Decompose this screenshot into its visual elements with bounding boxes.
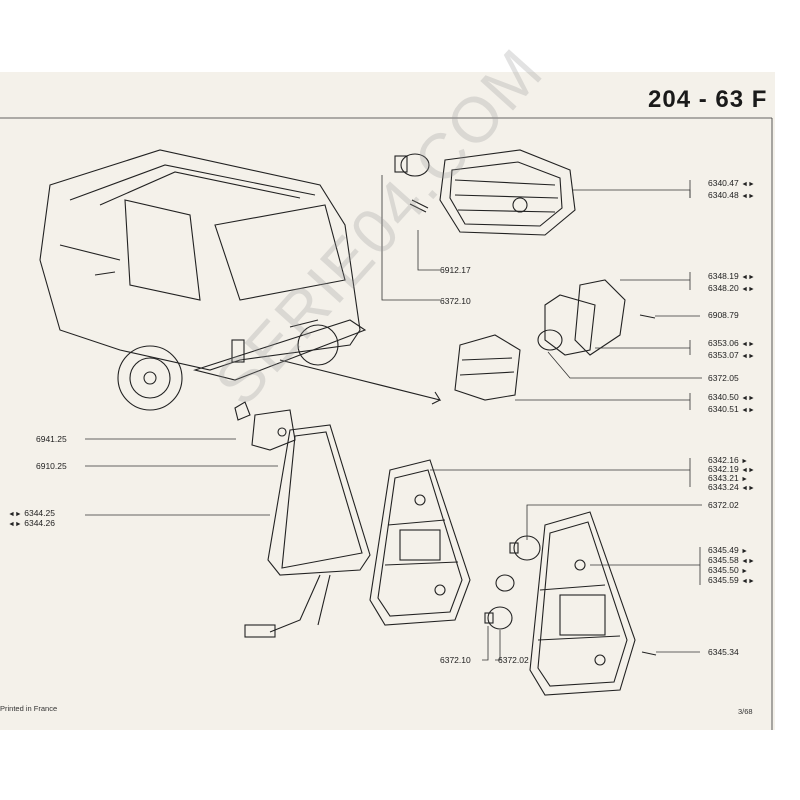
double-arrow-icon: ◄► <box>8 521 22 528</box>
double-arrow-icon: ◄► <box>741 286 755 293</box>
clip-parts <box>234 401 296 451</box>
part-label-6340-47[interactable]: 6340.47 ◄► <box>708 178 755 188</box>
part-label-6372-02-bottom[interactable]: 6372.02 <box>498 655 529 665</box>
part-label-6912-17[interactable]: 6912.17 <box>440 265 471 275</box>
part-label-6345-34[interactable]: 6345.34 <box>708 647 739 657</box>
bulbs <box>484 535 541 630</box>
part-label-6345-59[interactable]: 6345.59 ◄► <box>708 575 755 585</box>
right-arrow-icon: ► <box>741 458 749 465</box>
right-arrow-icon: ► <box>741 548 749 555</box>
part-label-6345-50[interactable]: 6345.50 ► <box>708 565 749 575</box>
part-label-6340-48[interactable]: 6340.48 ◄► <box>708 190 755 200</box>
part-label-6340-50[interactable]: 6340.50 ◄► <box>708 392 755 402</box>
car-rear-illustration <box>39 149 442 411</box>
part-label-6941-25[interactable]: 6941.25 <box>36 434 67 444</box>
double-arrow-icon: ◄► <box>741 467 755 474</box>
printed-note: Printed in France <box>0 704 58 713</box>
part-label-6343-24[interactable]: 6343.24 ◄► <box>708 482 755 492</box>
side-lamp-assembly <box>454 279 656 401</box>
right-arrow-icon: ► <box>741 476 749 483</box>
lamp-gasket <box>244 424 371 638</box>
double-arrow-icon: ◄► <box>741 353 755 360</box>
reverse-lamp-assembly <box>394 149 576 236</box>
part-label-6344-25[interactable]: ◄► 6344.25 <box>8 508 55 518</box>
part-label-6348-20[interactable]: 6348.20 ◄► <box>708 283 755 293</box>
double-arrow-icon: ◄► <box>741 407 755 414</box>
double-arrow-icon: ◄► <box>741 181 755 188</box>
double-arrow-icon: ◄► <box>741 274 755 281</box>
part-label-6345-49[interactable]: 6345.49 ► <box>708 545 749 555</box>
part-label-6910-25[interactable]: 6910.25 <box>36 461 67 471</box>
double-arrow-icon: ◄► <box>741 485 755 492</box>
part-label-6342-16[interactable]: 6342.16 ► <box>708 455 749 465</box>
double-arrow-icon: ◄► <box>741 395 755 402</box>
double-arrow-icon: ◄► <box>741 578 755 585</box>
part-label-6372-10-bottom[interactable]: 6372.10 <box>440 655 471 665</box>
part-label-6372-02-right[interactable]: 6372.02 <box>708 500 739 510</box>
right-tail-lamp <box>529 511 657 696</box>
leader-lines <box>85 175 702 661</box>
part-label-6372-10-top[interactable]: 6372.10 <box>440 296 471 306</box>
part-label-6343-21[interactable]: 6343.21 ► <box>708 473 749 483</box>
catalog-page <box>0 72 775 730</box>
left-tail-lamp <box>369 459 471 626</box>
double-arrow-icon: ◄► <box>741 558 755 565</box>
double-arrow-icon: ◄► <box>741 193 755 200</box>
page-number: 3/68 <box>738 707 753 716</box>
right-arrow-icon: ► <box>741 568 749 575</box>
part-label-6342-19[interactable]: 6342.19 ◄► <box>708 464 755 474</box>
part-label-6353-06[interactable]: 6353.06 ◄► <box>708 338 755 348</box>
double-arrow-icon: ◄► <box>741 341 755 348</box>
part-label-6372-05[interactable]: 6372.05 <box>708 373 739 383</box>
part-label-6340-51[interactable]: 6340.51 ◄► <box>708 404 755 414</box>
double-arrow-icon: ◄► <box>8 511 22 518</box>
part-label-6344-26[interactable]: ◄► 6344.26 <box>8 518 55 528</box>
part-label-6348-19[interactable]: 6348.19 ◄► <box>708 271 755 281</box>
page-title: 204 - 63 F <box>648 86 768 113</box>
part-label-6353-07[interactable]: 6353.07 ◄► <box>708 350 755 360</box>
part-label-6345-58[interactable]: 6345.58 ◄► <box>708 555 755 565</box>
part-label-6908-79[interactable]: 6908.79 <box>708 310 739 320</box>
